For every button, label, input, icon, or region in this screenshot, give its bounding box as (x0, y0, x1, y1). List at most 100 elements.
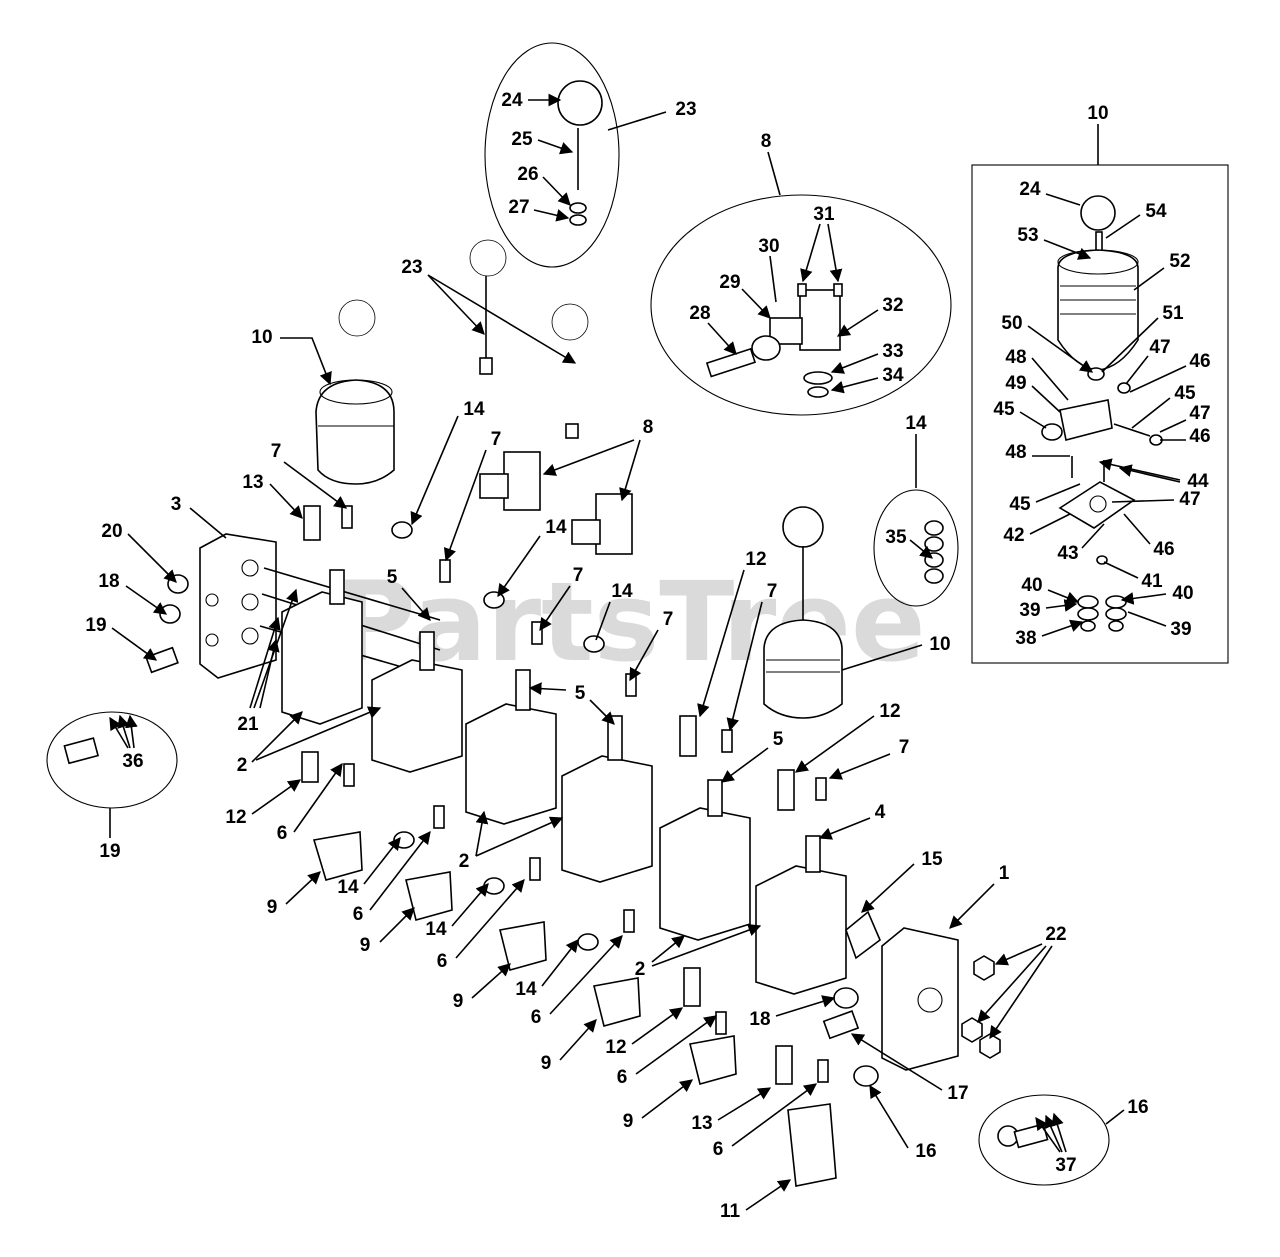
callout-label-c54: 54 (1145, 201, 1167, 222)
callout-label-c32: 32 (882, 295, 903, 316)
callout-label-c12c: 12 (225, 807, 246, 828)
callout-label-c14f: 14 (425, 919, 447, 940)
detail-box-10 (971, 164, 1229, 664)
callout-label-c35: 35 (885, 527, 907, 548)
leader-line-c2f (651, 923, 762, 967)
callout-label-c5b: 5 (575, 683, 586, 704)
leader-line-c12c (251, 779, 302, 815)
leader-line-c2d (475, 816, 564, 857)
detail-oval-19 (46, 711, 178, 809)
leader-line-c18b (775, 995, 836, 1017)
leader-line-c14d (595, 601, 611, 641)
leader-line-c8b (542, 439, 635, 476)
leader-line-c35 (909, 539, 933, 559)
detail-oval-14 (873, 489, 959, 607)
callout-label-c30: 30 (758, 236, 779, 257)
callout-label-c49: 49 (1005, 373, 1026, 394)
callout-label-c14g: 14 (515, 979, 537, 1000)
callout-label-c45a: 45 (1174, 383, 1196, 404)
callout-label-c46c: 46 (1153, 539, 1174, 560)
callout-label-c47b: 47 (1189, 403, 1210, 424)
leader-line-c7a (283, 461, 348, 509)
leader-line-c8c (619, 439, 641, 502)
leader-line-c7e (726, 601, 763, 732)
leader-line-c49 (1031, 385, 1061, 413)
callout-label-c8b: 8 (643, 417, 654, 438)
leader-line-c54 (1105, 214, 1141, 239)
leader-line-c8a (767, 151, 781, 196)
leader-line-c39a (1045, 599, 1078, 612)
leader-line-c6f (731, 1083, 818, 1147)
leader-line-c12b (794, 715, 875, 773)
callout-label-c4: 4 (875, 802, 886, 823)
leader-line-c10c (280, 337, 332, 386)
callout-label-c39a: 39 (1019, 600, 1040, 621)
leader-line-c9d (559, 1019, 597, 1061)
callout-label-c50: 50 (1001, 313, 1022, 334)
leader-line-c23a (607, 111, 667, 131)
detail-oval-8 (650, 194, 952, 416)
callout-label-c14c: 14 (545, 517, 567, 538)
callout-label-c2c: 2 (459, 851, 470, 872)
callout-label-c19b: 19 (99, 841, 120, 862)
leader-line-c6c (455, 879, 525, 959)
callout-label-c2a: 2 (237, 755, 248, 776)
callout-label-c13a: 13 (242, 472, 263, 493)
callout-label-c38: 38 (1015, 628, 1036, 649)
leader-line-c2b (255, 706, 382, 761)
leader-line-c20 (127, 533, 177, 583)
leader-line-c3 (189, 507, 227, 539)
leader-line-c47b (1159, 419, 1187, 433)
callout-label-c18a: 18 (98, 571, 119, 592)
leader-line-c5c (589, 699, 615, 725)
leader-line-c45b (1019, 411, 1047, 429)
leader-line-c37c (1051, 1112, 1067, 1153)
callout-label-c48a: 48 (1005, 347, 1026, 368)
leader-line-c45a (1131, 397, 1171, 429)
leader-line-c11 (745, 1179, 792, 1211)
callout-label-c48b: 48 (1005, 442, 1026, 463)
callout-label-c40b: 40 (1172, 583, 1193, 604)
leader-line-c2a (251, 711, 303, 763)
leader-line-c21c (259, 638, 280, 709)
leader-line-c2e (651, 935, 685, 963)
callout-label-c12a: 12 (745, 549, 766, 570)
leader-line-c5a (401, 587, 431, 621)
leader-line-c16b (1105, 1109, 1125, 1125)
leader-line-c14b (410, 415, 459, 526)
leader-line-c42 (1029, 513, 1071, 535)
callout-label-c46a: 46 (1189, 351, 1210, 372)
callout-label-c18b: 18 (749, 1009, 770, 1030)
callout-label-c33: 33 (882, 341, 903, 362)
callout-label-c51: 51 (1162, 303, 1184, 324)
callout-label-c10b: 10 (929, 634, 950, 655)
leader-line-c33 (830, 353, 879, 374)
callout-label-c5d: 5 (773, 729, 784, 750)
callout-label-c9a: 9 (267, 897, 278, 918)
leader-line-c5b (528, 682, 567, 696)
callout-label-c6e: 6 (617, 1067, 628, 1088)
leader-line-c45c (1035, 483, 1081, 503)
leader-line-c29 (741, 288, 771, 319)
leader-line-c10b (841, 644, 923, 671)
leader-line-c38 (1041, 619, 1084, 637)
callout-label-c2e: 2 (635, 959, 646, 980)
leader-line-c14e (363, 836, 401, 885)
callout-label-c17: 17 (947, 1083, 968, 1104)
leader-line-c13b (717, 1087, 772, 1121)
leader-line-c22b (977, 945, 1047, 1023)
callout-label-c31: 31 (813, 204, 835, 225)
leader-line-c44b (1118, 464, 1181, 483)
callout-label-c11: 11 (720, 1201, 741, 1222)
leader-line-c51 (1101, 317, 1159, 373)
leader-line-c48a (1031, 357, 1069, 401)
callout-label-c46b: 46 (1189, 426, 1210, 447)
detail-oval-23 (484, 42, 620, 268)
callout-label-c45c: 45 (1009, 494, 1031, 515)
callout-label-c14e: 14 (337, 877, 359, 898)
callout-label-c6c: 6 (437, 951, 448, 972)
leader-line-c31b (827, 223, 843, 283)
leader-line-c12a (697, 569, 745, 718)
